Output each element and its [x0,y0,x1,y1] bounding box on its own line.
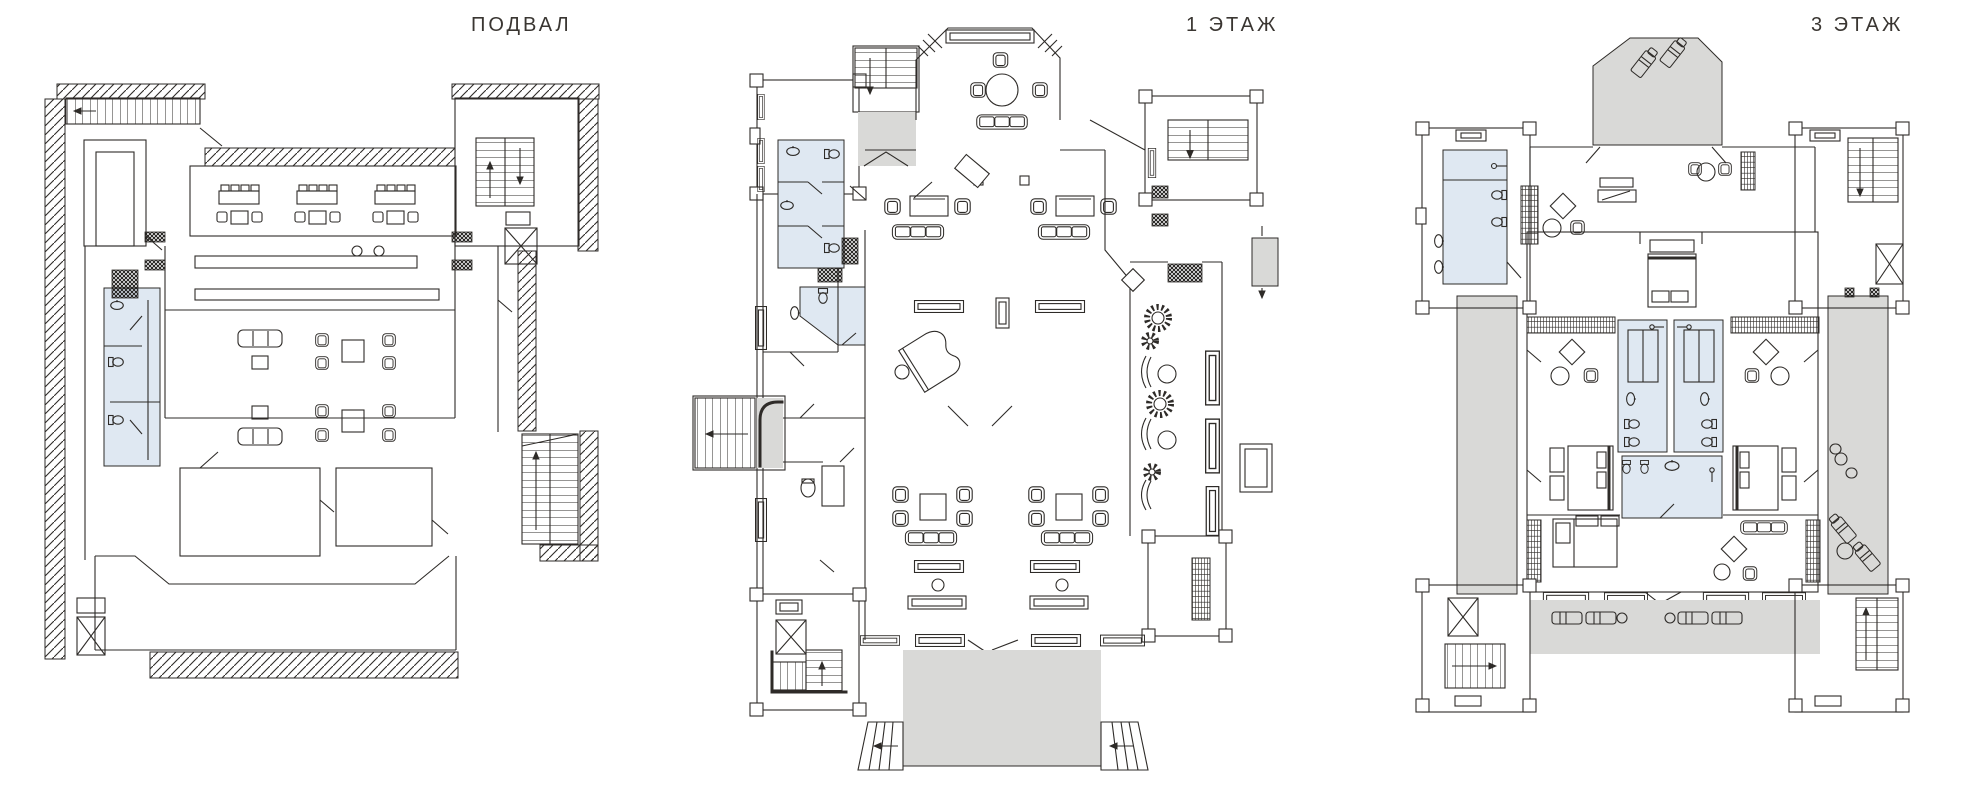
f1-southeast-tower [1141,443,1273,643]
grand-piano-icon [897,330,961,394]
f1-bay-window [915,27,1063,130]
basement-hall [189,165,457,301]
basement-plan-label: ПОДВАЛ [471,14,572,36]
f3-bathroom-lower [1621,455,1723,519]
elevator-shaft-icon [1447,597,1479,637]
plant-icon [1144,304,1172,332]
radiator-icon [1805,519,1821,583]
curved-bench [1140,417,1152,451]
bed-master [1639,232,1703,308]
round-table [985,73,1019,107]
f1-main-hall [865,149,1131,610]
basement-shaft-bottom-left [76,597,106,656]
f3-northeast-tower [1788,121,1910,315]
elevator-shaft-icon [1875,243,1904,285]
f3-bathroom-strips [1617,319,1724,453]
floor1-plan-label: 1 ЭТАЖ [1186,14,1279,36]
basement-stair-tower-right [454,97,580,432]
radiator-icon [1526,316,1616,334]
floor1-plan-drawing [692,27,1279,771]
door-swing [145,127,223,251]
f1-northeast-wing [953,89,1279,298]
sofa [904,530,958,546]
desk-and-chair [800,465,845,507]
f1-entrance [857,634,1149,771]
radiator-icon [1520,185,1539,245]
f1-winter-garden [1120,261,1223,536]
sofa [1037,224,1091,240]
sofa [1740,520,1788,535]
f3-terrace-south [1530,600,1820,654]
f1-southwest-tower [749,587,867,717]
curved-bench [1140,355,1152,389]
plant-icon [1143,463,1161,481]
f1-exterior-stair-west [692,395,786,471]
sofa [1040,530,1094,546]
piano-stool [894,364,910,380]
f3-bedroom-left [1526,338,1614,511]
f1-north-stair [849,45,933,201]
floor3-plan-label: 3 ЭТАЖ [1811,14,1904,36]
f3-northwest-tower [1415,121,1539,315]
basement-restroom [103,287,161,467]
f3-north-rooms [1529,146,1816,308]
f3-southeast-tower [1788,578,1910,713]
basement-stair-top-left [65,97,201,125]
entrance-terrace [903,650,1101,766]
sitting-corner [1688,151,1756,191]
curved-bench [1140,479,1152,511]
table-group [372,184,419,225]
radiator-icon [1730,316,1820,334]
f3-side-balcony-west [1456,295,1518,595]
floor3-plan-drawing [1415,35,1910,713]
basement-thresholds [111,231,473,299]
basement-plan-drawing [44,83,600,679]
plant-icon [1141,332,1159,350]
f1-north-porch [858,112,916,166]
basement-room-top-left [83,139,147,247]
f1-east-porch [1251,237,1279,287]
f3-side-balcony-east [1826,295,1889,595]
table-group [216,184,263,225]
f1-restroom-block [777,139,859,283]
basement-lower-rooms [94,451,457,651]
f1-west-wing [755,194,866,640]
f3-bedroom-right [1732,338,1819,511]
f1-small-restroom [790,286,866,346]
basement-hatched-walls [44,83,600,679]
bar-counter [194,288,440,301]
sitting-corner [1542,177,1637,238]
elevator-shaft-icon [775,619,807,655]
f3-southwest-tower [1415,578,1537,713]
sofa [976,114,1028,130]
terrace-steps-right [1100,721,1149,771]
elevator-shaft-icon [504,227,538,265]
bar-counter [194,255,418,269]
basement-center-rooms [84,236,456,560]
terrace-steps-left [857,721,904,771]
f3-main-block [1526,231,1821,607]
basement-stair-lower-right [521,433,579,545]
radiator-icon [1526,519,1542,583]
plant-icon [1146,390,1174,418]
f3-roof-terrace-north [1592,35,1723,146]
table-group [294,184,341,225]
sofa [891,224,945,240]
f3-bottom-room [1526,514,1821,583]
sink-icon [790,306,800,320]
